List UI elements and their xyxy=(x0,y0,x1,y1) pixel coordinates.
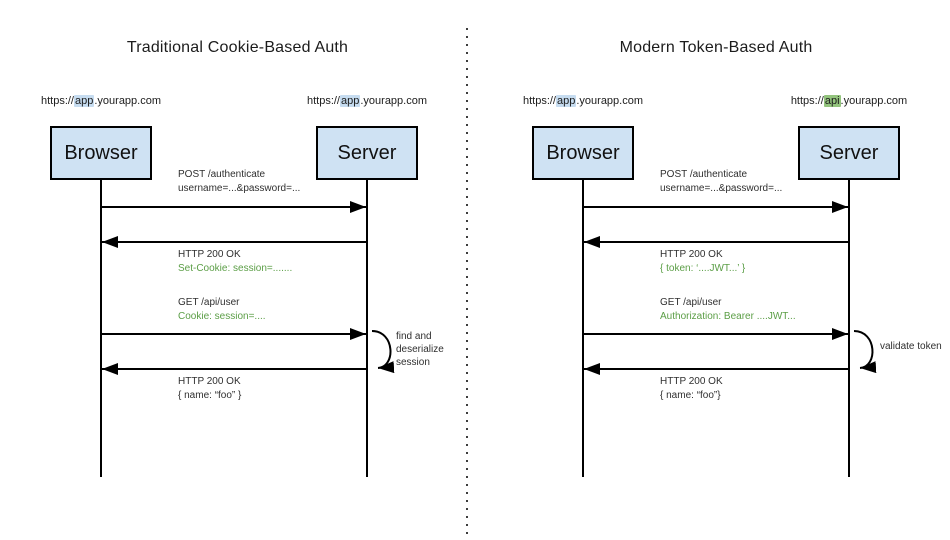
panel-title: Modern Token-Based Auth xyxy=(619,39,813,56)
url-subdomain-highlight: app xyxy=(556,95,577,107)
server-actor-box: Server xyxy=(316,126,418,180)
server-url: https://api.yourapp.com xyxy=(729,95,950,107)
message-line2: username=...&password=... xyxy=(178,183,301,194)
loop-note-line: validate token xyxy=(880,341,942,352)
browser-actor-box: Browser xyxy=(50,126,152,180)
url-subdomain-highlight: api xyxy=(823,95,841,107)
actor-label: Server xyxy=(337,141,397,164)
message-line1: POST /authenticate xyxy=(660,169,748,180)
message-line1: HTTP 200 OK xyxy=(660,249,723,260)
message-label: GET /api/user Cookie: session=.... xyxy=(178,296,266,324)
message-label: HTTP 200 OK { token: ‘....JWT...’ } xyxy=(660,248,745,276)
browser-url: https://app.yourapp.com xyxy=(463,95,703,107)
browser-url: https://app.yourapp.com xyxy=(0,95,221,107)
panel-cookie-auth: Traditional Cookie-Based Auth https://ap… xyxy=(0,39,444,477)
server-actor-box: Server xyxy=(798,126,900,180)
message-line1: GET /api/user xyxy=(660,297,722,308)
url-subdomain-highlight: app xyxy=(74,95,95,107)
message-line2: { name: “foo” } xyxy=(178,390,242,401)
url-subdomain-highlight: app xyxy=(340,95,361,107)
sequence-wires xyxy=(582,180,877,477)
message-line1: GET /api/user xyxy=(178,297,240,308)
message-line2: { name: “foo”} xyxy=(660,390,721,401)
self-loop-note: find and deserialize session xyxy=(396,330,444,369)
panel-title: Traditional Cookie-Based Auth xyxy=(126,39,349,56)
message-line1: HTTP 200 OK xyxy=(178,376,241,387)
message-line2: Authorization: Bearer ....JWT... xyxy=(660,311,796,322)
browser-actor-box: Browser xyxy=(532,126,634,180)
message-line2: username=...&password=... xyxy=(660,183,783,194)
message-line1: HTTP 200 OK xyxy=(178,249,241,260)
panel-token-auth: Modern Token-Based Auth https://app.your… xyxy=(482,0,950,540)
url-prefix: https:// xyxy=(306,95,340,107)
actor-label: Server xyxy=(819,141,879,164)
message-line1: POST /authenticate xyxy=(178,169,266,180)
message-label: GET /api/user Authorization: Bearer ....… xyxy=(660,296,796,324)
url-suffix: .yourapp.com xyxy=(94,95,162,107)
message-label: HTTP 200 OK { name: “foo” } xyxy=(178,375,241,403)
url-suffix: .yourapp.com xyxy=(840,95,908,107)
message-label: POST /authenticate username=...&password… xyxy=(660,168,782,196)
url-suffix: .yourapp.com xyxy=(360,95,428,107)
message-label: HTTP 200 OK { name: “foo”} xyxy=(660,375,723,403)
message-label: HTTP 200 OK Set-Cookie: session=....... xyxy=(178,248,292,276)
self-loop-arrow xyxy=(853,330,877,374)
actor-label: Browser xyxy=(546,141,620,164)
self-loop-arrow xyxy=(371,330,395,374)
loop-note-line: deserialize xyxy=(396,344,444,355)
url-suffix: .yourapp.com xyxy=(576,95,644,107)
loop-note-line: session xyxy=(396,357,430,368)
url-prefix: https:// xyxy=(790,95,824,107)
message-line2: Set-Cookie: session=....... xyxy=(178,263,293,274)
message-line2: Cookie: session=.... xyxy=(178,311,266,322)
message-line2: { token: ‘....JWT...’ } xyxy=(660,263,746,274)
dotted-divider xyxy=(466,28,468,534)
url-prefix: https:// xyxy=(522,95,556,107)
loop-note-line: find and xyxy=(396,331,432,342)
server-url: https://app.yourapp.com xyxy=(247,95,487,107)
url-prefix: https:// xyxy=(40,95,74,107)
message-line1: HTTP 200 OK xyxy=(660,376,723,387)
message-label: POST /authenticate username=...&password… xyxy=(178,168,300,196)
actor-label: Browser xyxy=(64,141,138,164)
sequence-wires xyxy=(100,180,395,477)
self-loop-note: validate token xyxy=(880,340,942,353)
